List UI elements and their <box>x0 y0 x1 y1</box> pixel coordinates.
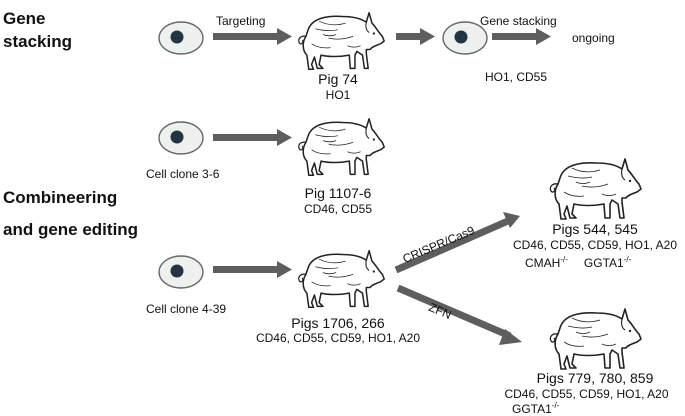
label-cell-clone-4-39: Cell clone 4-39 <box>146 302 227 316</box>
ko-ggta1-sup: -/- <box>623 255 632 264</box>
ko-cmah: CMAH <box>525 256 561 270</box>
label-stack-genes: HO1, CD55 <box>485 70 548 84</box>
cell-clone-3-6-icon <box>158 121 204 155</box>
pig-779-780-859-knockout: GGTA1-/- <box>512 402 632 416</box>
cell-1-icon <box>158 21 204 55</box>
pig-1706-266-name: Pigs 1706, 266 <box>291 315 385 331</box>
label-targeting: Targeting <box>216 14 266 28</box>
label-gene-stacking: Gene stacking <box>480 14 557 28</box>
pig-1706-266-icon <box>297 249 385 309</box>
label-cell-clone-3-6: Cell clone 3-6 <box>146 167 220 181</box>
arrow-clone-4-39 <box>213 261 292 278</box>
pig-544-545-knockouts: CMAH-/-GGTA1-/- <box>525 255 675 271</box>
ko-ggta1-b-sup: -/- <box>551 401 560 410</box>
ko-ggta1-b: GGTA1 <box>512 402 552 416</box>
pig-74-icon <box>297 11 385 71</box>
arrow-crispr <box>394 212 520 274</box>
arrow-gene-stacking <box>492 28 551 45</box>
pig-544-545-genes: CD46, CD55, CD59, HO1, A20 <box>512 238 678 252</box>
arrow-targeting <box>213 28 292 45</box>
pig-779-780-859-name: Pigs 779, 780, 859 <box>536 370 654 386</box>
heading-combineering: Combineering <box>3 188 118 207</box>
pig-544-545-icon <box>549 158 642 220</box>
pig-1107-6-icon <box>297 117 385 177</box>
arrow-zfn <box>396 284 522 345</box>
pig-1107-6-genes: CD46, CD55 <box>303 202 373 216</box>
pig-779-780-859-genes: CD46, CD55, CD59, HO1, A20 <box>504 387 669 401</box>
ko-cmah-sup: -/- <box>560 255 568 264</box>
pig-1107-6-name: Pig 1107-6 <box>304 185 372 201</box>
ko-ggta1: GGTA1 <box>583 256 624 270</box>
heading-stacking: stacking <box>3 32 72 51</box>
pig-779-780-859-icon <box>549 308 642 370</box>
pig-544-545-name: Pigs 544, 545 <box>552 221 638 237</box>
pig-74-genes: HO1 <box>325 88 351 102</box>
heading-gene: Gene <box>3 9 46 28</box>
pig-74-name: Pig 74 <box>318 71 358 87</box>
pig-1706-266-genes: CD46, CD55, CD59, HO1, A20 <box>255 331 421 345</box>
arrow-clone-3-6 <box>213 129 292 146</box>
label-ongoing: ongoing <box>572 31 615 45</box>
cell-clone-4-39-icon <box>158 255 204 289</box>
heading-gene-editing: and gene editing <box>3 220 139 239</box>
arrow-pig74-to-cell <box>396 28 435 45</box>
